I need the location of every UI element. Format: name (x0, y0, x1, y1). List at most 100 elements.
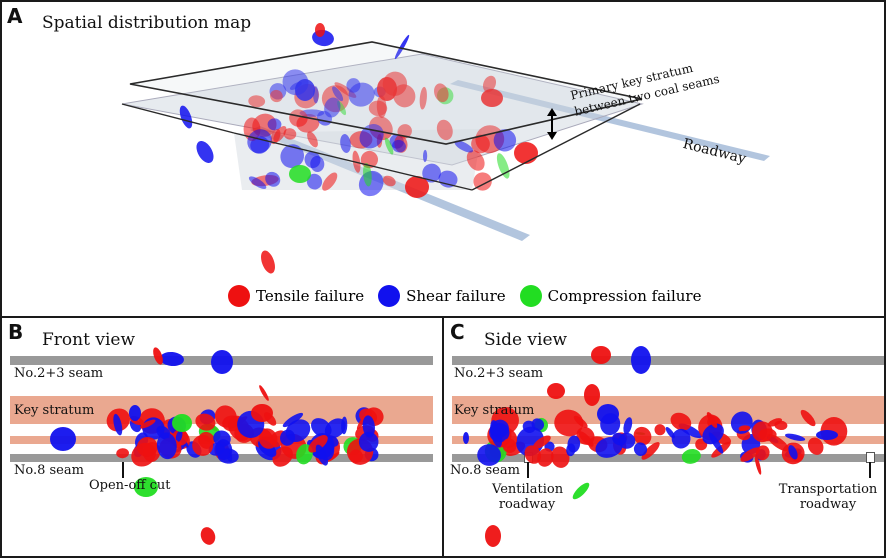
panel-letter-c: C (450, 320, 465, 344)
tensile-event (654, 424, 666, 436)
tensile-event (315, 23, 325, 37)
tensile-event (259, 385, 269, 401)
shear-event (306, 173, 323, 190)
tensile-event (641, 442, 660, 460)
tensile-event (327, 452, 340, 462)
roadway-bar-right (450, 80, 770, 161)
shear-event (175, 430, 183, 443)
tensile-event (349, 449, 363, 463)
shear-event (422, 163, 441, 183)
shear-event (324, 418, 346, 439)
upper-seam-label: No.2+3 seam (454, 366, 544, 381)
compression-event (572, 482, 590, 500)
shear-event (463, 432, 469, 444)
shear-event (50, 427, 76, 451)
panel-a-title: Spatial distribution map (42, 13, 252, 33)
tensile-event (140, 419, 156, 429)
tensile-event (270, 129, 281, 145)
ventilation-label-line1: Ventilation (492, 482, 564, 497)
thickness-arrow-head-down (547, 132, 557, 140)
compression-event (289, 165, 311, 183)
transport-roadway-label: Transportation roadway (778, 482, 878, 512)
tensile-event (200, 527, 216, 545)
shear-event (340, 134, 351, 153)
tensile-event (368, 100, 388, 117)
shear-event (265, 171, 281, 187)
tensile-event (537, 448, 554, 467)
shear-event (280, 144, 305, 169)
shear-event (341, 416, 348, 435)
transport-label-line2: roadway (799, 497, 857, 512)
failure-legend: Tensile failure Shear failure Compressio… (228, 285, 701, 307)
tensile-event (584, 384, 600, 406)
tensile-event (533, 435, 551, 449)
tensile-event (551, 446, 570, 468)
tensile-event (576, 426, 595, 445)
open-off-cut-marker (122, 462, 124, 478)
shear-event (671, 428, 691, 449)
tensile-event (774, 420, 788, 431)
tensile-event (573, 415, 588, 428)
tensile-dot-icon (228, 285, 250, 307)
tensile-event (251, 404, 273, 422)
tensile-event (473, 172, 492, 191)
tensile-event (740, 447, 760, 462)
shear-event (315, 444, 329, 466)
shear-event (788, 445, 798, 460)
compression-event (363, 162, 372, 187)
upper-seam-band (452, 356, 884, 365)
legend-label-tensile: Tensile failure (256, 287, 365, 305)
tensile-event (754, 455, 762, 475)
tensile-event (670, 412, 692, 431)
shear-event (489, 419, 509, 439)
open-off-cut-label: Open-off cut (89, 478, 171, 493)
tensile-event (258, 428, 278, 449)
lower-seam-band (452, 454, 884, 462)
tensile-event (289, 109, 308, 127)
shear-event (129, 405, 141, 421)
shear-event (567, 435, 581, 453)
tensile-event (481, 89, 503, 107)
legend-item-compression: Compression failure (519, 285, 702, 307)
tensile-event (485, 525, 501, 547)
stratum-edge-line (233, 132, 473, 191)
shear-event (324, 97, 341, 118)
upper-stratum-plane (129, 41, 643, 145)
tensile-event (307, 131, 318, 148)
key-stratum-label: Key stratum (14, 403, 95, 418)
shear-event (422, 149, 428, 163)
stratum-edge-line-2 (121, 103, 235, 134)
shear-event (493, 129, 517, 152)
tensile-event (261, 250, 275, 274)
tensile-event (800, 409, 816, 427)
shear-event (248, 176, 267, 190)
shear-event (394, 34, 410, 60)
panel-letter-a: A (7, 4, 23, 28)
compression-dot-icon (519, 285, 542, 307)
thin-stratum-band (452, 436, 884, 444)
shear-event (267, 118, 282, 131)
tensile-event (633, 426, 652, 446)
side-view-events (463, 346, 848, 547)
tensile-event (270, 89, 283, 103)
shear-event (816, 430, 838, 440)
shear-event (595, 436, 623, 458)
ventilation-roadway-label: Ventilation roadway (492, 482, 564, 512)
tensile-event (767, 418, 783, 427)
tensile-event (192, 434, 214, 456)
stratum-edge-line-3 (471, 103, 641, 191)
shear-event (247, 129, 272, 154)
panel-letter-b: B (8, 320, 24, 344)
shear-event (295, 79, 315, 101)
legend-label-compression: Compression failure (547, 287, 702, 305)
panel-b-title: Front view (42, 330, 135, 350)
shear-event (196, 141, 214, 163)
tensile-event (116, 448, 129, 459)
shear-event (623, 417, 633, 435)
shear-event (477, 444, 501, 466)
tensile-event (382, 175, 396, 187)
tensile-event (466, 150, 485, 171)
shear-event (156, 432, 177, 460)
shear-event (702, 423, 724, 445)
ventilation-label-line2: roadway (498, 497, 556, 512)
